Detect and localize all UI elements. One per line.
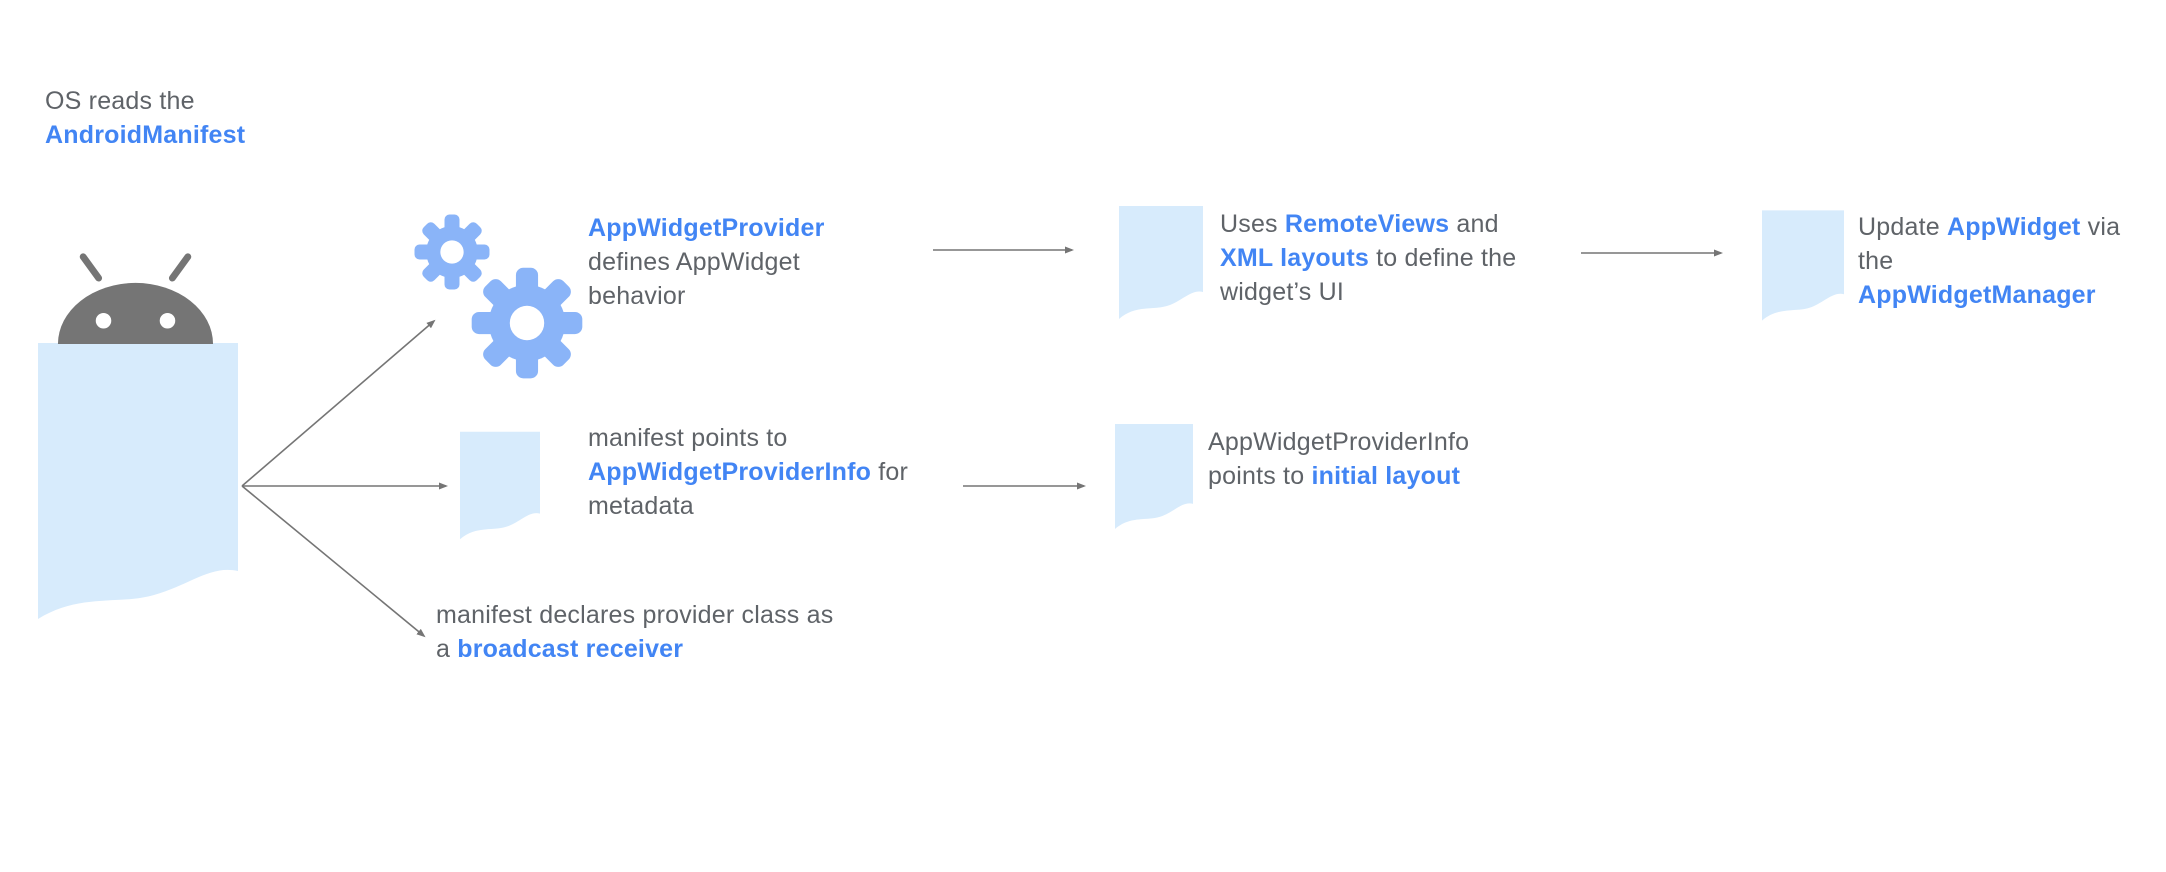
text-segment: widget’s UI <box>1220 278 1345 306</box>
highlight-text: AndroidManifest <box>45 121 246 149</box>
metadata-document-icon <box>460 431 540 540</box>
highlight-text: broadcast receiver <box>457 635 684 663</box>
highlight-text: initial layout <box>1311 462 1461 490</box>
android-robot-icon <box>57 253 214 344</box>
text-segment: the <box>1858 247 1894 275</box>
arrow-manifest-to-gears <box>241 319 436 487</box>
providerinfo-layout-label: AppWidgetProviderInfo points to initial l… <box>1208 425 1469 493</box>
manifest-document-icon <box>38 343 238 619</box>
text-segment: Update <box>1858 213 1947 241</box>
text-segment: for <box>871 458 909 486</box>
text-segment: AppWidgetProviderInfo <box>1208 428 1470 456</box>
text-segment: Uses <box>1220 210 1285 238</box>
highlight-text: AppWidget <box>1946 213 2081 241</box>
initiallayout-document-icon <box>1115 424 1193 529</box>
update-document-icon <box>1762 210 1844 321</box>
text-segment: metadata <box>588 492 694 520</box>
highlight-text: XML layouts <box>1220 244 1369 272</box>
remoteviews-document-icon <box>1119 206 1203 319</box>
text-segment: manifest declares provider class as <box>436 601 834 629</box>
text-segment: points to <box>1208 462 1312 490</box>
text-segment: OS reads the <box>45 87 195 115</box>
highlight-text: RemoteViews <box>1284 210 1450 238</box>
gear-small-icon <box>414 214 490 290</box>
highlight-text: AppWidgetManager <box>1858 281 2096 309</box>
text-segment: a <box>436 635 458 663</box>
text-segment: and <box>1449 210 1499 238</box>
highlight-text: AppWidgetProvider <box>588 214 825 242</box>
text-segment: to define the <box>1369 244 1517 272</box>
gear-large-icon <box>471 267 583 379</box>
text-segment: manifest points to <box>588 424 788 452</box>
text-segment: defines AppWidget <box>588 248 800 276</box>
broadcast-receiver-label: manifest declares provider class as a bro… <box>436 598 833 666</box>
arrow-manifest-to-broadcast <box>241 485 426 638</box>
appwidgetprovider-label: AppWidgetProvider defines AppWidget behavi… <box>588 211 825 313</box>
highlight-text: AppWidgetProviderInfo <box>588 458 872 486</box>
text-segment: behavior <box>588 282 686 310</box>
text-segment: via <box>2080 213 2121 241</box>
